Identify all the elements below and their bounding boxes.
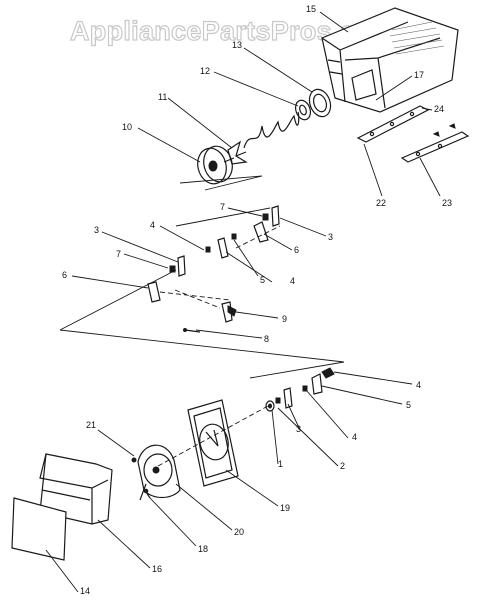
gasket-ring (308, 88, 332, 118)
callout-7b: 7 (116, 249, 121, 259)
leader-lower-left (59, 269, 177, 331)
callout-10: 10 (122, 122, 132, 132)
screws (131, 457, 151, 499)
callout-16: 16 (152, 564, 162, 574)
callout-24: 24 (434, 104, 444, 114)
linkage-assembly-upper (147, 205, 280, 333)
callout-1: 1 (278, 459, 283, 469)
callout-11: 11 (158, 92, 167, 102)
callout-15: 15 (306, 4, 316, 14)
callout-4b: 4 (290, 276, 295, 286)
slide-rails (356, 105, 470, 163)
callout-4d: 4 (352, 432, 357, 442)
callout-5b: 5 (406, 400, 411, 410)
callout-12: 12 (200, 66, 210, 76)
callout-3c: 3 (296, 424, 301, 434)
ice-bucket-housing (321, 7, 459, 113)
callout-2: 2 (340, 461, 345, 471)
callout-23: 23 (442, 198, 452, 208)
callout-labels: 15 13 12 11 10 17 24 22 23 7 3 6 4 3 7 5… (62, 4, 452, 596)
callout-6a: 6 (294, 245, 299, 255)
callout-8: 8 (264, 334, 269, 344)
callout-6b: 6 (62, 270, 67, 280)
callout-5a: 5 (260, 275, 265, 285)
leader-lower-span (59, 329, 345, 379)
callout-17: 17 (414, 70, 424, 80)
drive-wheel (197, 145, 235, 185)
callout-21: 21 (86, 420, 96, 430)
callout-20: 20 (234, 527, 244, 537)
callout-18: 18 (198, 544, 208, 554)
callout-14: 14 (80, 586, 90, 596)
callout-4c: 4 (416, 380, 421, 390)
callout-19: 19 (280, 503, 290, 513)
drive-motor (137, 444, 181, 501)
callout-4a: 4 (150, 220, 155, 230)
label-plate (11, 497, 67, 561)
callout-22: 22 (376, 198, 386, 208)
dash-linkage-2 (235, 225, 281, 249)
linkage-assembly-lower (265, 367, 335, 412)
auger-spring (235, 111, 300, 157)
callout-3a: 3 (328, 232, 333, 242)
motor-mounting-plate (187, 399, 239, 487)
callout-13: 13 (232, 40, 242, 50)
callout-9: 9 (282, 314, 287, 324)
leader-upper (175, 207, 271, 227)
callout-7a: 7 (220, 202, 225, 212)
dash-motor-axis (157, 405, 269, 467)
leader-lines (45, 11, 441, 593)
shaft-line (179, 175, 263, 191)
dash-linkage (159, 289, 231, 309)
callout-3b: 3 (94, 225, 99, 235)
